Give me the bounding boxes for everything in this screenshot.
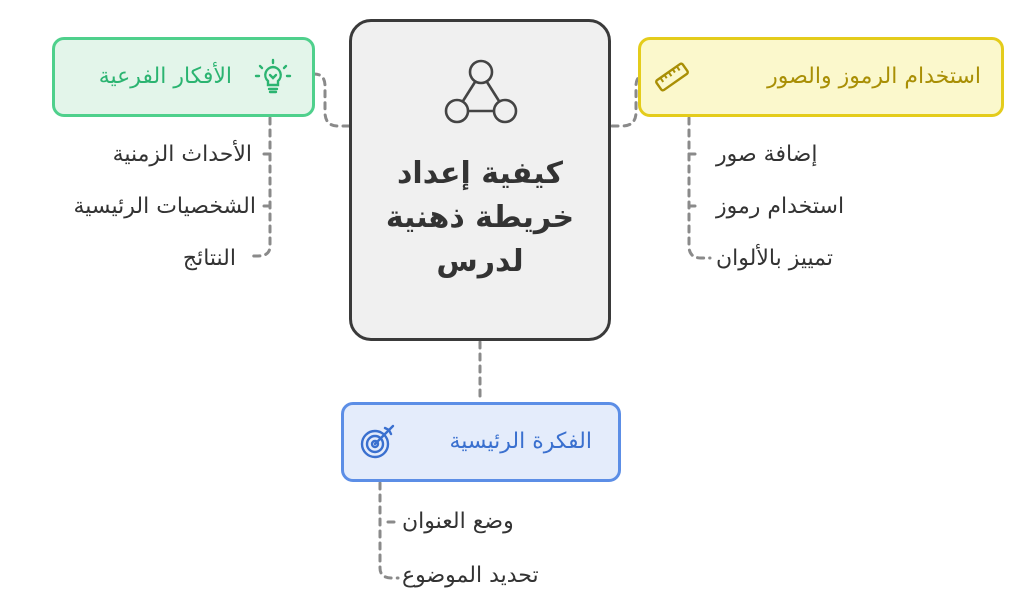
- branch-main-idea[interactable]: الفكرة الرئيسية: [341, 402, 621, 482]
- lightbulb-icon: [254, 58, 292, 94]
- symbols-item-3: تمييز بالألوان: [716, 246, 833, 271]
- sub-ideas-item-3: النتائج: [182, 246, 236, 271]
- connector-main-idea-items: [378, 481, 400, 580]
- sub-ideas-item-1: الأحداث الزمنية: [112, 142, 252, 167]
- target-icon: [360, 424, 395, 459]
- symbols-item-1: إضافة صور: [716, 142, 818, 167]
- symbols-item-2: استخدام رموز: [716, 194, 845, 219]
- central-topic-title: كيفية إعداد خريطة ذهنية لدرس: [385, 156, 575, 279]
- connector-symbols-items: [687, 116, 712, 260]
- branch-sub-ideas-title: الأفكار الفرعية: [98, 64, 232, 89]
- sub-ideas-item-2: الشخصيات الرئيسية: [73, 194, 256, 219]
- branch-symbols[interactable]: استخدام الرموز والصور: [638, 37, 1004, 117]
- main-idea-item-1: وضع العنوان: [402, 509, 514, 534]
- branch-sub-ideas[interactable]: الأفكار الفرعية: [52, 37, 315, 117]
- network-nodes-icon: [444, 59, 518, 124]
- branch-symbols-title: استخدام الرموز والصور: [767, 64, 981, 89]
- branch-main-idea-title: الفكرة الرئيسية: [449, 429, 592, 454]
- ruler-icon: [655, 62, 689, 92]
- connector-center-sub-ideas: [303, 72, 351, 128]
- central-topic-node[interactable]: كيفية إعداد خريطة ذهنية لدرس: [349, 19, 611, 341]
- main-idea-item-2: تحديد الموضوع: [402, 563, 539, 588]
- connector-sub-ideas-items: [250, 116, 272, 258]
